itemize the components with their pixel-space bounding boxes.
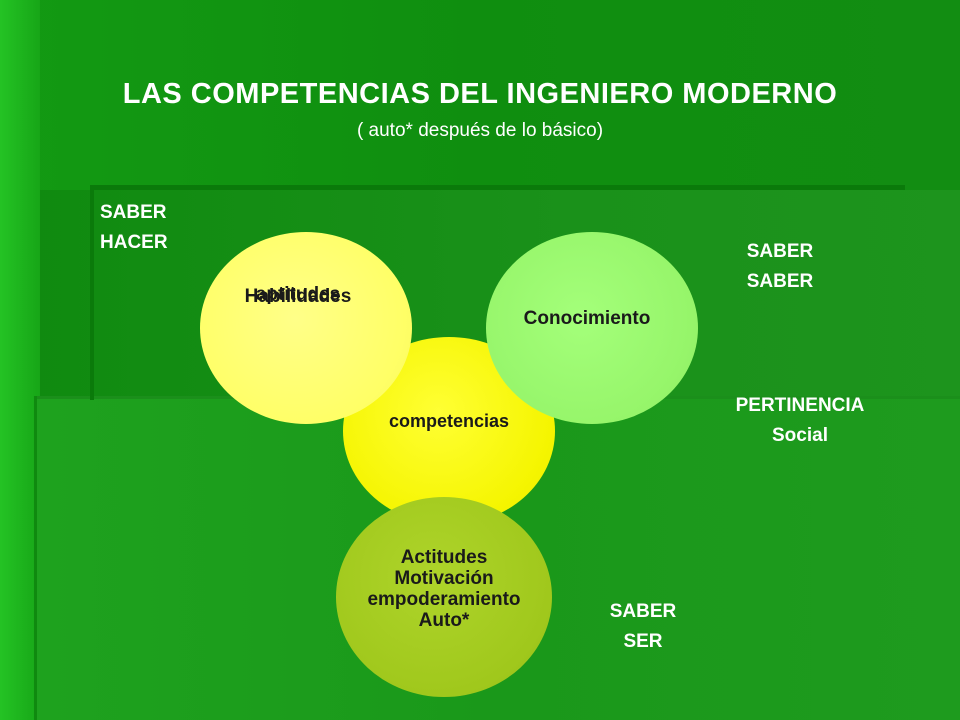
background-left-band (0, 0, 40, 720)
frame-line-horizontal (90, 185, 905, 190)
circle-actitudes-label: Actitudes Motivación empoderamiento Auto… (367, 547, 521, 635)
circle-actitudes: Actitudes Motivación empoderamiento Auto… (336, 497, 552, 697)
circle-actitudes-line3: empoderamiento (367, 589, 521, 610)
label-pertinencia-line1: PERTINENCIA (735, 395, 865, 416)
label-saber-saber: SABER SABER (720, 237, 840, 297)
circle-actitudes-line1: Actitudes (400, 547, 488, 568)
label-saber-ser-line2: SER (623, 631, 663, 652)
circle-habilidades-line1: Habilidades (244, 286, 352, 307)
circle-actitudes-line4: Auto* (418, 610, 470, 631)
circle-conocimiento-label: Conocimiento (523, 308, 651, 329)
background-top (0, 0, 960, 190)
label-pertinencia-social: PERTINENCIA Social (700, 391, 900, 451)
label-saber-hacer: SABER HACER (100, 198, 168, 258)
circle-habilidades-line2: aptitudes (255, 284, 341, 305)
label-pertinencia-line2: Social (772, 425, 828, 446)
circle-competencias-label: competencias (388, 410, 510, 431)
slide-subtitle: ( auto* después de lo básico) (356, 120, 604, 141)
label-saber-saber-line2: SABER (746, 271, 814, 292)
circle-conocimiento: Conocimiento (486, 232, 698, 424)
label-saber-hacer-line2: HACER (100, 232, 168, 253)
label-saber-hacer-line1: SABER (100, 202, 167, 223)
frame-line-vertical (90, 185, 94, 400)
background-step-line-vertical (34, 396, 37, 720)
label-saber-saber-line1: SABER (746, 241, 814, 262)
label-saber-ser-line1: SABER (609, 601, 677, 622)
circle-actitudes-line2: Motivación (394, 568, 494, 589)
circle-habilidades: Habilidades aptitudes (200, 232, 412, 424)
slide-title: LAS COMPETENCIAS DEL INGENIERO MODERNO (122, 78, 838, 110)
label-saber-ser: SABER SER (583, 597, 703, 657)
